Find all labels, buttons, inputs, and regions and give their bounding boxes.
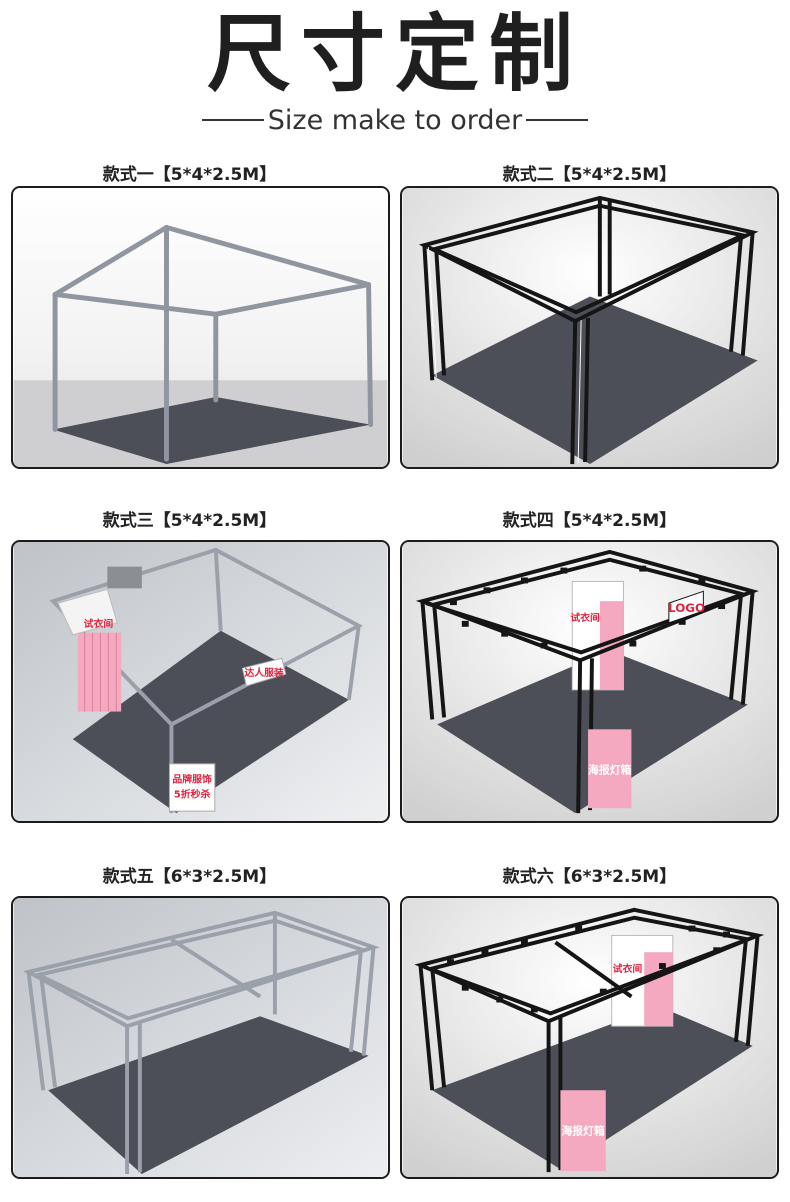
style-5-booth-render — [13, 898, 388, 1177]
fitting-room-sign: 试衣间 — [84, 617, 114, 630]
style-1-image — [11, 186, 390, 469]
style-3-booth-render: 试衣间 达人服装 品牌服饰 5折秒杀 — [13, 542, 388, 821]
style-6-label: 款式六【6*3*2.5M】 — [502, 867, 677, 887]
style-3-image: 试衣间 达人服装 品牌服饰 5折秒杀 — [11, 540, 390, 823]
style-4-booth-render: 试衣间 LOGO 海报灯箱 — [402, 542, 777, 821]
page-title: 尺寸定制 — [206, 5, 583, 103]
fitting-room-sign: 试衣间 — [613, 962, 643, 975]
style-6-booth-render: 试衣间 海报灯箱 — [402, 898, 777, 1177]
style-6-image: 试衣间 海报灯箱 — [400, 896, 779, 1179]
poster-lightbox: 海报灯箱 — [561, 1124, 604, 1138]
popular-sign: 达人服装 — [244, 666, 284, 679]
subtitle-text: Size make to order — [267, 104, 523, 136]
style-3-label: 款式三【5*4*2.5M】 — [102, 511, 277, 531]
brand-sign: 品牌服饰 — [172, 773, 212, 786]
page-subtitle: Size make to order — [0, 102, 790, 138]
style-2-image — [400, 186, 779, 469]
style-5-label: 款式五【6*3*2.5M】 — [102, 867, 277, 887]
subtitle-right-rule — [526, 119, 589, 121]
style-4-label: 款式四【5*4*2.5M】 — [502, 511, 677, 531]
style-1-label: 款式一【5*4*2.5M】 — [102, 165, 277, 185]
sale-sign: 5折秒杀 — [174, 787, 211, 800]
logo-sign: LOGO — [668, 601, 705, 615]
style-1-booth-render — [13, 188, 388, 467]
style-4-image: 试衣间 LOGO 海报灯箱 — [400, 540, 779, 823]
style-5-image — [11, 896, 390, 1179]
style-2-label: 款式二【5*4*2.5M】 — [502, 165, 677, 185]
poster-lightbox: 海报灯箱 — [588, 763, 631, 777]
style-2-booth-render — [402, 188, 777, 467]
fitting-room-sign: 试衣间 — [570, 611, 600, 624]
subtitle-left-rule — [201, 119, 264, 121]
